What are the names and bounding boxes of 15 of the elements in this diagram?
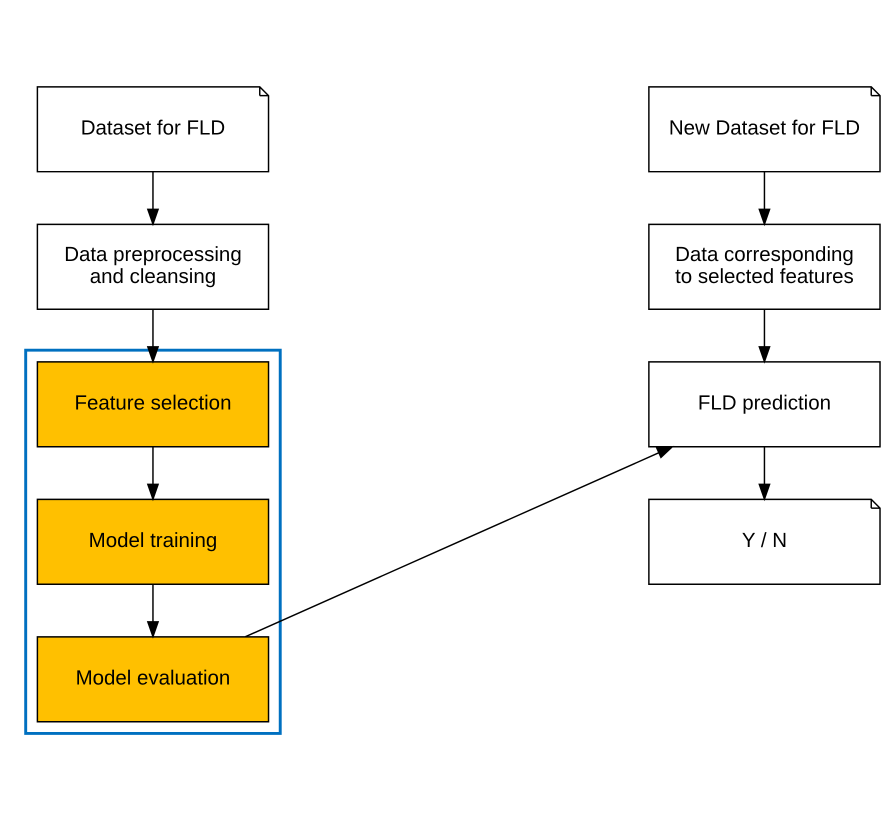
arrow [758,172,771,226]
arrow [758,446,771,502]
node-box: Feature selection [36,361,270,448]
arrow [245,446,674,638]
node-box: Data preprocessing and cleansing [36,224,270,310]
node-box: Model evaluation [36,636,270,722]
node-box: Data corresponding to selected features [648,224,881,310]
arrow [758,309,771,364]
arrow [146,446,160,502]
arrow [146,584,160,639]
cluster [24,348,282,735]
arrow [146,172,160,226]
arrow [146,309,160,364]
node-box: FLD prediction [648,361,881,448]
node-box: Model training [36,498,270,585]
